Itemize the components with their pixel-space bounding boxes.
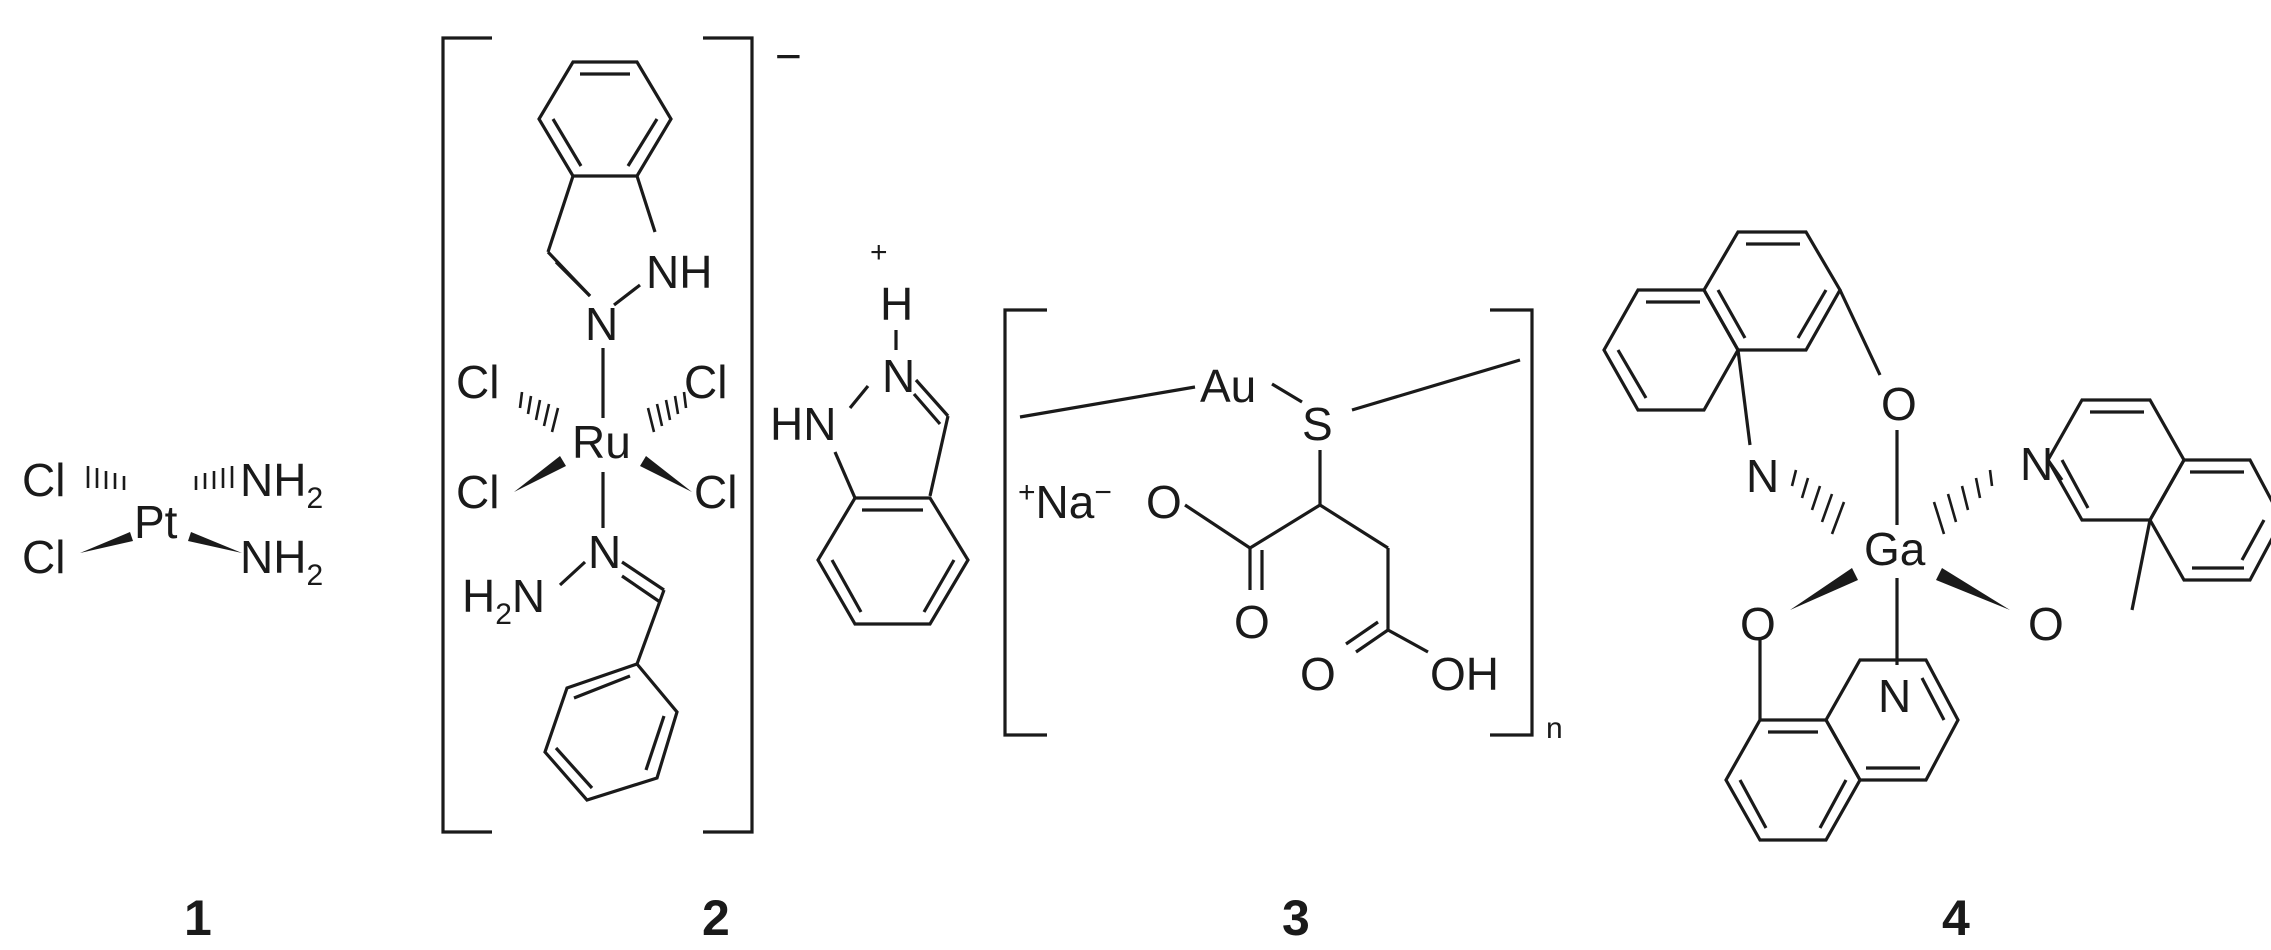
h-atom: H	[880, 278, 913, 330]
anion-charge: −	[775, 30, 802, 82]
sodium-cation: +Na−	[1018, 476, 1112, 528]
compound-1-cisplatin: Cl Cl Pt NH2 NH2	[22, 454, 323, 592]
cl-atom: Cl	[22, 531, 65, 583]
ga-o-wedge-bond	[1936, 568, 2010, 610]
ga-n-hashed-bond	[1932, 469, 1994, 535]
cl-atom: Cl	[456, 466, 499, 518]
au-atom: Au	[1200, 360, 1256, 412]
pt-nh2-wedge-bond	[188, 532, 242, 553]
benzylidene-phenyl-ring	[543, 662, 679, 802]
cl-atom: Cl	[694, 466, 737, 518]
o-atom: O	[1300, 648, 1336, 700]
nh2-ligand: NH2	[240, 454, 323, 515]
ru-cl-hashed-bond	[518, 391, 560, 433]
nh-atom: NH	[646, 246, 712, 298]
indazole-ligand: N NH	[537, 60, 712, 350]
pt-cl-hashed-bond	[86, 466, 126, 490]
n-atom: N	[585, 298, 618, 350]
n-atom: N	[1746, 450, 1779, 502]
n-atom: N	[1878, 670, 1911, 722]
compound-label: 3	[1282, 890, 1310, 946]
repeat-index: n	[1546, 712, 1563, 745]
o-atom: O	[1740, 598, 1776, 650]
ga-n-hashed-bond	[1790, 469, 1846, 535]
compound-4-gallium-maltolate: O N N O O N Ga	[1602, 230, 2271, 842]
compound-2-ruthenium-complex: − N NH Ru	[441, 30, 970, 834]
ga-atom: Ga	[1864, 523, 1926, 575]
indazolium-cation: + H N HN	[770, 236, 970, 626]
n-atom: N	[2020, 438, 2053, 490]
compound-label: 2	[702, 890, 730, 946]
n-atom: N	[588, 526, 621, 578]
n-atom: N	[882, 350, 915, 402]
left-bracket	[441, 36, 492, 834]
quinoline-ligand-lower	[1724, 640, 1960, 842]
oh-group: OH	[1430, 648, 1499, 700]
ru-cl-wedge-bond	[640, 456, 692, 492]
quinoline-ligand-right	[2046, 398, 2271, 611]
cl-atom: Cl	[684, 356, 727, 408]
cl-atom: Cl	[22, 454, 65, 506]
ga-o-wedge-bond	[1790, 568, 1858, 610]
compound-3-aurothiomalate: n Au S O +Na− O O OH	[1003, 308, 1563, 745]
right-bracket	[1490, 308, 1534, 737]
s-atom: S	[1302, 398, 1333, 450]
pt-cl-wedge-bond	[80, 532, 133, 553]
pt-atom: Pt	[134, 496, 178, 548]
pt-nh2-hashed-bond	[194, 466, 234, 490]
right-bracket	[703, 36, 754, 834]
quinoline-ligand-upper-left	[1602, 230, 1882, 446]
cation-charge: +	[870, 236, 888, 269]
h2n-group: H2N	[462, 570, 545, 631]
ru-cl-hashed-bond	[646, 391, 688, 433]
o-atom: O	[1234, 596, 1270, 648]
left-bracket	[1003, 308, 1047, 737]
compound-label: 4	[1942, 890, 1970, 946]
o-atom: O	[1146, 476, 1182, 528]
benzene-ring	[537, 60, 673, 178]
o-atom: O	[1881, 378, 1917, 430]
nh2-ligand: NH2	[240, 531, 323, 592]
hn-atom: HN	[770, 398, 836, 450]
o-atom: O	[2028, 598, 2064, 650]
ru-atom: Ru	[572, 416, 631, 468]
ru-cl-wedge-bond	[514, 456, 566, 492]
compound-label: 1	[184, 890, 212, 946]
cl-atom: Cl	[456, 356, 499, 408]
